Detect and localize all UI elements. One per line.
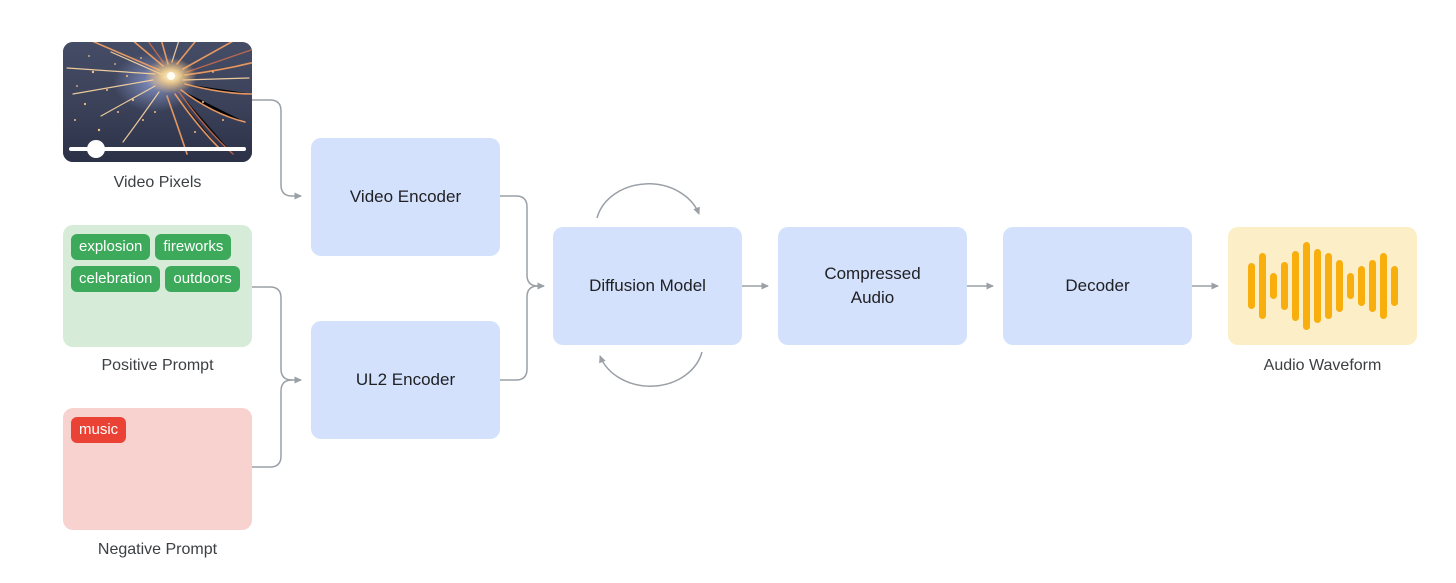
waveform-bar bbox=[1313, 249, 1321, 323]
prompt-tag: fireworks bbox=[155, 234, 232, 260]
audio-waveform-label: Audio Waveform bbox=[1263, 357, 1382, 374]
prompt-tag: celebration bbox=[71, 266, 161, 292]
ul2-encoder-node: UL2 Encoder bbox=[311, 321, 500, 439]
node-label: UL2 Encoder bbox=[355, 370, 456, 389]
positive-prompt-box: explosion fireworks celebration outdoors bbox=[63, 225, 252, 347]
waveform-bar bbox=[1357, 265, 1365, 307]
fireworks-image bbox=[63, 42, 252, 162]
node-label: Compressed Audio bbox=[824, 264, 921, 307]
waveform-bar bbox=[1280, 261, 1288, 311]
prompt-tag: explosion bbox=[71, 234, 151, 260]
diffusion-loop-bottom-arc bbox=[599, 351, 703, 387]
waveform-bar bbox=[1379, 252, 1387, 320]
waveform-bar bbox=[1258, 253, 1266, 319]
waveform-bar bbox=[1390, 265, 1398, 307]
node-label: Decoder bbox=[1065, 276, 1130, 295]
waveform-bar bbox=[1291, 250, 1299, 322]
negative-prompt-box: music bbox=[63, 408, 252, 530]
negative-prompt-label: Negative Prompt bbox=[97, 541, 218, 558]
node-label: Video Encoder bbox=[349, 187, 462, 206]
diffusion-loop-top-arc bbox=[596, 183, 700, 219]
waveform-bar bbox=[1368, 259, 1376, 313]
arrow-ul2-encoder-to-diffusion bbox=[500, 285, 539, 381]
waveform-bar bbox=[1335, 260, 1343, 312]
video-progress-bar bbox=[69, 147, 246, 151]
waveform-bar bbox=[1247, 263, 1255, 309]
waveform-bar bbox=[1302, 242, 1310, 330]
waveform-bar bbox=[1269, 272, 1277, 300]
compressed-audio-node: Compressed Audio bbox=[778, 227, 967, 345]
audio-waveform-icon bbox=[1247, 242, 1398, 330]
positive-prompt-label: Positive Prompt bbox=[101, 357, 214, 374]
audio-waveform-box bbox=[1228, 227, 1417, 345]
arrow-negative-prompt-to-ul2 bbox=[252, 379, 293, 468]
waveform-bar bbox=[1346, 272, 1354, 300]
diffusion-model-node: Diffusion Model bbox=[553, 227, 742, 345]
node-label: Diffusion Model bbox=[589, 276, 706, 295]
prompt-tag: outdoors bbox=[165, 266, 240, 292]
video-thumbnail bbox=[63, 42, 252, 162]
arrow-positive-prompt-to-ul2 bbox=[252, 286, 302, 384]
decoder-node: Decoder bbox=[1003, 227, 1192, 345]
video-encoder-node: Video Encoder bbox=[311, 138, 500, 256]
video-scrubber-knob bbox=[87, 140, 105, 158]
waveform-bar bbox=[1324, 252, 1332, 320]
arrow-video-encoder-to-diffusion bbox=[500, 195, 545, 290]
prompt-tag: music bbox=[71, 417, 127, 443]
video-pixels-label: Video Pixels bbox=[113, 174, 202, 191]
arrow-video-to-video-encoder bbox=[252, 99, 302, 200]
